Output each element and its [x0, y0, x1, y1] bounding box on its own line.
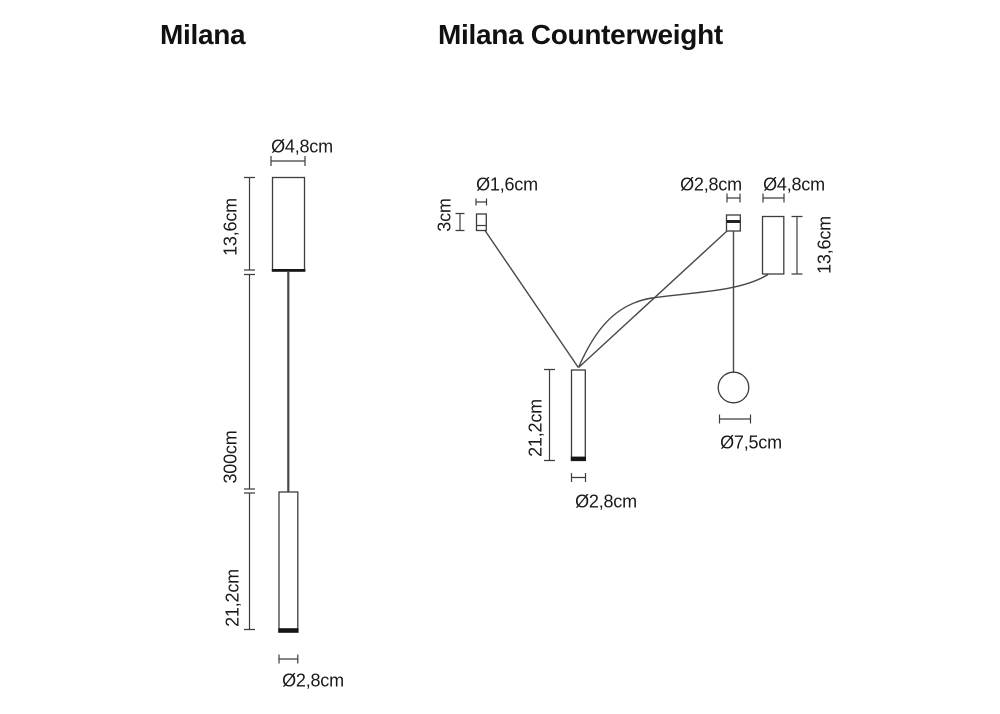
- dim-bush-diameter: [475, 198, 488, 206]
- milana-counterweight-title: Milana Counterweight: [438, 19, 723, 50]
- ceiling-bush-body: [475, 213, 487, 232]
- tube-diameter-label: Ø2,8cm: [282, 670, 344, 691]
- tube-body-right: [570, 369, 586, 462]
- dim-tube-diameter-right: [570, 473, 587, 482]
- dim-canopy-height: [244, 176, 255, 271]
- dim-tube-height: [244, 492, 255, 631]
- canopy-body: [271, 176, 306, 271]
- dim-cable-length: [244, 273, 255, 490]
- dim-canopy-height-right: [791, 215, 803, 275]
- bush-height-label: 3cm: [434, 198, 455, 232]
- dim-tube-height-right: [544, 368, 555, 462]
- tube-aperture-right: [570, 456, 586, 461]
- tube-body: [278, 491, 299, 632]
- dim-canopy-diameter: [270, 156, 306, 166]
- milana-drawing: [244, 156, 306, 664]
- cable-length-label: 300cm: [220, 430, 241, 484]
- canopy-height-label: 13,6cm: [220, 198, 241, 256]
- canopy-height-right-label: 13,6cm: [814, 216, 835, 274]
- dim-counterweight-diameter: [718, 414, 752, 424]
- canopy-bottom-edge: [271, 269, 306, 272]
- bush-diameter-label: Ø1,6cm: [476, 174, 538, 195]
- tube-height-right-label: 21,2cm: [525, 399, 546, 457]
- counterweight-diameter-label: Ø7,5cm: [720, 432, 782, 453]
- dim-tube-diameter: [278, 654, 299, 664]
- tube-height-label: 21,2cm: [222, 569, 243, 627]
- counterweight-ball: [717, 371, 750, 404]
- cable-lamp-to-canopy-curve: [577, 273, 769, 368]
- dim-bush-height: [455, 212, 465, 232]
- milana-title: Milana: [160, 19, 246, 50]
- dim-pulley-diameter: [726, 193, 741, 203]
- dim-canopy-diameter-right: [762, 193, 785, 203]
- canopy-diameter-right-label: Ø4,8cm: [763, 174, 825, 195]
- cable-pulley-to-lamp: [578, 230, 728, 369]
- pulley-diameter-label: Ø2,8cm: [680, 174, 742, 195]
- canopy-body-right: [761, 215, 785, 275]
- tube-aperture: [278, 628, 299, 633]
- tube-diameter-right-label: Ø2,8cm: [575, 491, 637, 512]
- cable-bush-to-lamp: [484, 230, 579, 368]
- canopy-diameter-label: Ø4,8cm: [271, 136, 333, 157]
- milana-counterweight-drawing: [455, 193, 803, 482]
